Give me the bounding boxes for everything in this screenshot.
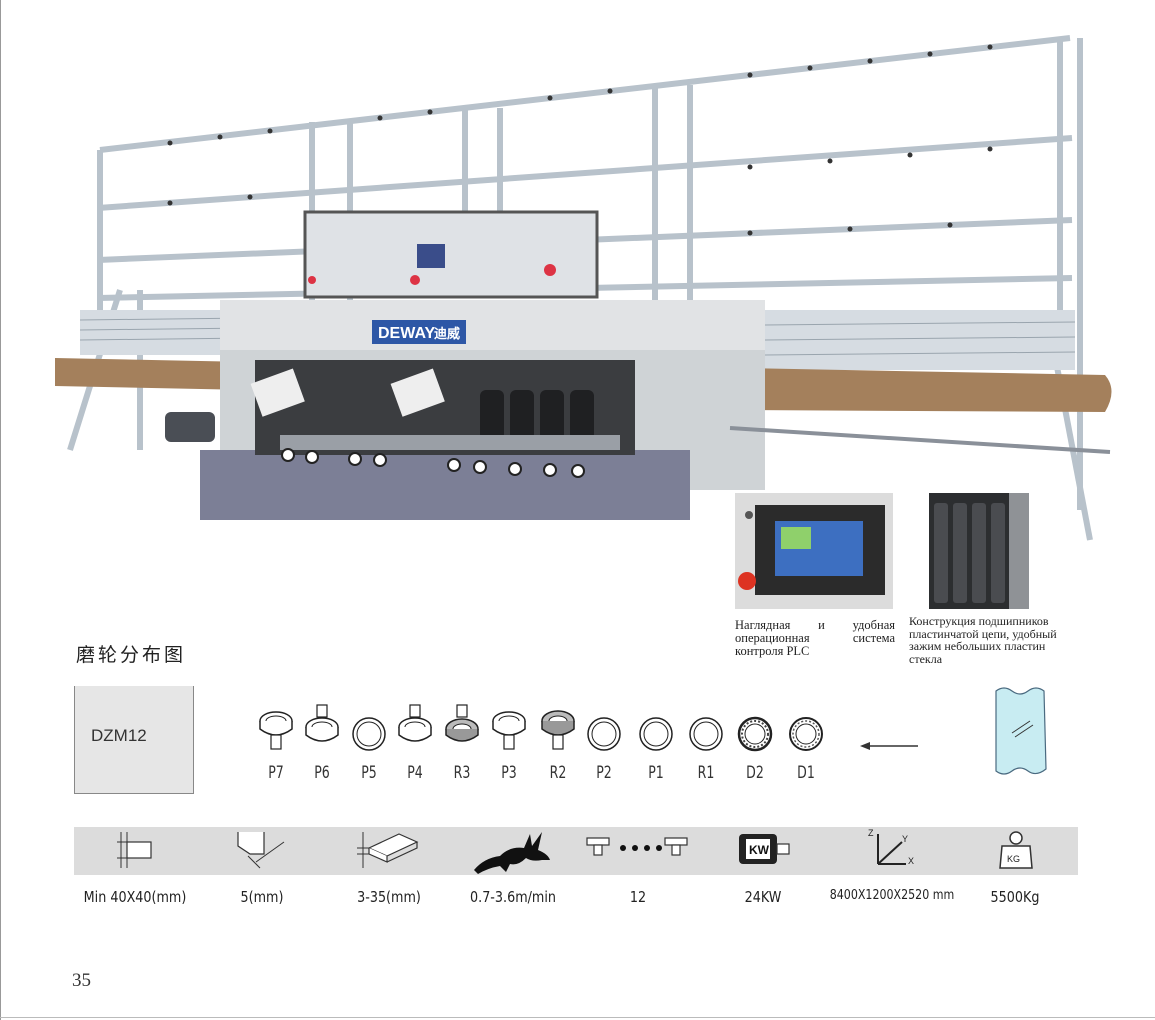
svg-text:Y: Y [902, 834, 908, 844]
spec-min-size: Min 40X40(mm) [83, 888, 187, 906]
wheel-label: D2 [746, 763, 764, 783]
brand-logo-latin: DEWAY [378, 325, 436, 342]
flat-wheel-icon [352, 717, 386, 751]
page-number: 35 [72, 970, 91, 991]
glass-sheet-icon [995, 687, 1047, 775]
flat-wheel-icon [587, 717, 621, 751]
wheel-layout-title: 磨轮分布图 [76, 645, 187, 666]
spec-spindles: 12 [629, 888, 647, 906]
wheel-p1: P1 [634, 703, 678, 793]
chain-caption: Конструкция подшипников пластинчатой цеп… [909, 614, 1057, 666]
spec-dimensions: 8400X1200X2520 mm [829, 888, 955, 903]
page-border [0, 1017, 1155, 1018]
wheel-r1: R1 [684, 703, 728, 793]
svg-text:X: X [908, 856, 914, 866]
cup-wheel-icon [398, 704, 432, 742]
glass-thickness-icon [357, 832, 419, 868]
spec-weight: 5500Kg [990, 888, 1040, 906]
edging-machine-photo: DEWAY 迪威 [55, 35, 1112, 541]
brand-logo-cn: 迪威 [434, 326, 460, 342]
chain-bearing-photo [929, 493, 1029, 609]
wheel-d2: D2 [733, 703, 777, 793]
glass-size-icon [117, 832, 152, 868]
wheel-p5: P5 [347, 703, 391, 793]
dimensions-icon: Z Y X [868, 828, 914, 866]
wheel-label: R1 [697, 763, 715, 783]
wheel-p3: P3 [487, 703, 531, 793]
spindle-count-icon [586, 837, 688, 856]
flat-wheel-icon [639, 717, 673, 751]
svg-text:KW: KW [749, 843, 770, 857]
wheel-r3: R3 [440, 703, 484, 793]
motor-power-icon: KW [739, 834, 790, 864]
model-label: DZM12 [91, 726, 147, 745]
wheel-label: R2 [549, 763, 567, 783]
wheel-label: P1 [648, 763, 664, 783]
cup-wheel-icon [492, 711, 526, 750]
bevel-angle-icon [237, 832, 285, 869]
spec-power: 24KW [744, 888, 782, 906]
wheel-d1: D1 [784, 703, 828, 793]
spec-bevel: 5(mm) [240, 888, 284, 906]
svg-text:KG: KG [1007, 854, 1020, 864]
cup-wheel-icon [259, 711, 293, 750]
spec-band [74, 827, 1078, 875]
wheel-label: P4 [407, 763, 423, 783]
wheel-label: P5 [361, 763, 377, 783]
resin-cup-wheel-icon [445, 704, 479, 742]
plc-panel-photo [735, 493, 893, 609]
wheel-label: P3 [501, 763, 517, 783]
page-border [0, 0, 1, 1020]
diamond-wheel-icon [737, 716, 773, 752]
spec-thickness: 3-35(mm) [357, 888, 421, 906]
wheel-p2: P2 [582, 703, 626, 793]
wheel-r2: R2 [536, 703, 580, 793]
plc-caption: Наглядная и удобная операционная система… [735, 618, 895, 658]
wheel-label: P2 [596, 763, 612, 783]
weight-icon: KG [999, 831, 1033, 869]
svg-text:Z: Z [868, 828, 874, 838]
cup-wheel-icon [305, 704, 339, 742]
wheel-label: P6 [314, 763, 330, 783]
resin-cup-wheel-icon [541, 710, 575, 750]
wheel-p4: P4 [393, 703, 437, 793]
wheel-p7: P7 [254, 703, 298, 793]
flat-wheel-icon [689, 717, 723, 751]
feed-direction-arrow-icon [860, 742, 918, 750]
wheel-label: D1 [797, 763, 815, 783]
spec-speed: 0.7-3.6m/min [470, 888, 556, 906]
wheel-label: P7 [268, 763, 284, 783]
wheel-label: R3 [453, 763, 471, 783]
speed-rabbit-icon [474, 832, 550, 874]
diamond-wheel-icon [789, 717, 823, 751]
wheel-p6: P6 [300, 703, 344, 793]
model-box: DZM12 [74, 686, 194, 794]
